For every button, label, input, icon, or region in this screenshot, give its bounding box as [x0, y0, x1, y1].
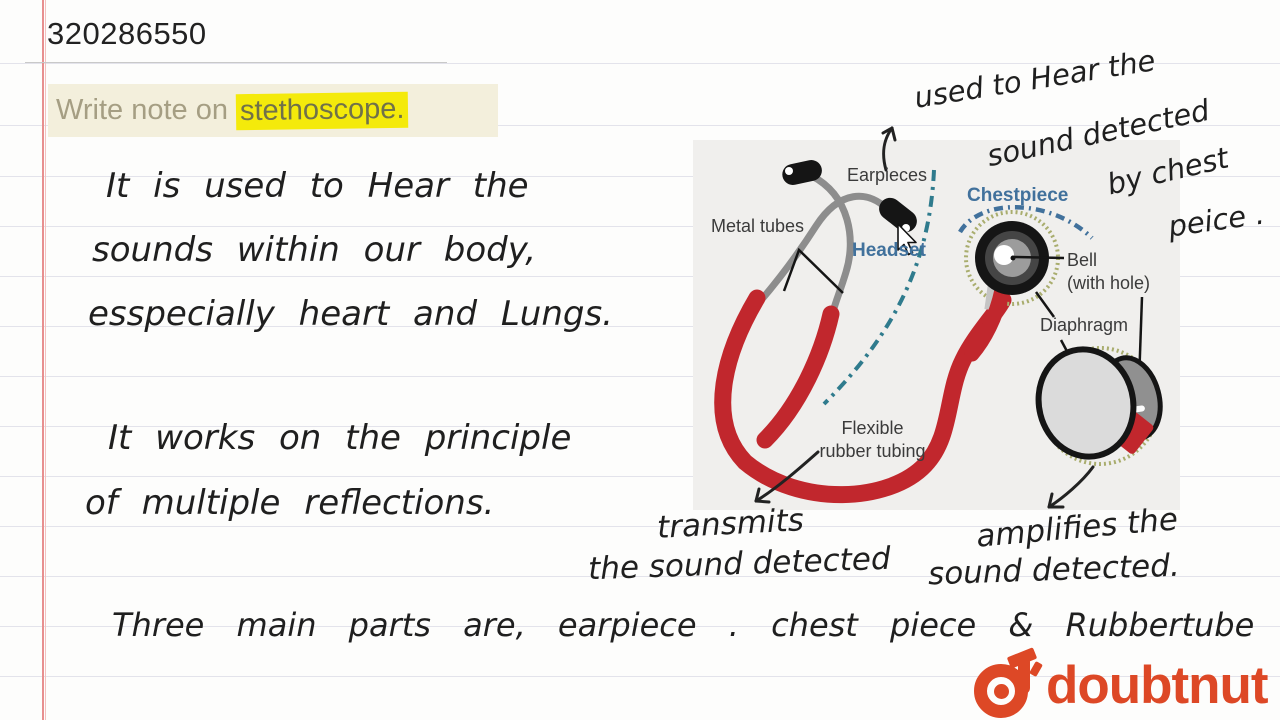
ruled-line: [0, 426, 1280, 427]
label-diaphragm: Diaphragm: [1040, 315, 1129, 335]
handwritten-note-line: sounds within our body,: [92, 230, 537, 270]
header-divider: [25, 62, 447, 63]
stethoscope-diagram: [693, 126, 1180, 510]
diaphragm-pointer-line: [1034, 291, 1056, 318]
question-id: 320286550: [47, 16, 207, 51]
doubtnut-logo-icon: [974, 647, 1043, 720]
label-flexible-line1: Flexible: [841, 418, 904, 438]
question-banner: Write note on stethoscope.: [48, 84, 498, 137]
margin-line: [42, 0, 44, 720]
diaphragm-disc: [1035, 346, 1137, 460]
label-metal-tubes: Metal tubes: [711, 216, 805, 236]
ruled-line: [0, 276, 1280, 277]
margin-line: [45, 0, 46, 720]
arrow-to-earpiece-note: [882, 126, 894, 172]
handwritten-note-line: of multiple reflections.: [85, 483, 495, 523]
logo-cap-tail: [1029, 660, 1043, 678]
earpiece: [879, 197, 917, 233]
ruled-line: [0, 476, 1280, 477]
doubtnut-logo-text: doubtnut: [1046, 656, 1269, 715]
question-highlight: stethoscope.: [235, 91, 409, 130]
headset-region-dashed-curve: [822, 169, 936, 406]
annotation-tube-function: transmits: [656, 502, 805, 546]
bell-hole: [994, 245, 1014, 265]
label-bell-line2: (with hole): [1067, 273, 1151, 293]
mouse-cursor: [897, 223, 917, 256]
label-flexible-line2: rubber tubing: [819, 441, 926, 461]
label-flexible-rubber-tubing: Flexible rubber tubing: [795, 417, 950, 463]
arrow-to-amplifies-note: [1047, 465, 1095, 509]
arrowhead: [754, 487, 771, 504]
arrow-to-transmits-note: [754, 450, 820, 503]
metal-tube: [808, 172, 854, 316]
bell-pointer-line: [1013, 255, 1065, 260]
ruled-line: [0, 63, 1280, 64]
metal-tube: [753, 192, 896, 309]
ruled-line: [0, 125, 1280, 126]
earpiece-highlight: [785, 167, 793, 175]
question-text: Write note on: [56, 94, 228, 126]
label-earpieces: Earpieces: [847, 165, 928, 185]
label-chestpiece: Chestpiece: [967, 185, 1069, 206]
label-bell: Bell (with hole): [1067, 249, 1150, 295]
label-headset: Headset: [852, 240, 926, 261]
handwritten-note-line: esspecially heart and Lungs.: [88, 294, 613, 334]
handwritten-note-line: Three main parts are, earpiece . chest p…: [112, 606, 1255, 644]
handwritten-note-line: It is used to Hear the: [106, 166, 529, 206]
handwritten-note-line: It works on the principle: [108, 418, 572, 458]
earpiece: [782, 160, 822, 185]
annotation-arrows: [754, 126, 1095, 509]
chestpiece-dashed-arc: [958, 204, 1094, 240]
arrowhead: [881, 126, 897, 142]
ruled-line: [0, 526, 1280, 527]
logo-dot: [994, 684, 1009, 699]
metal-tubes-pointer-line: [782, 247, 844, 294]
logo-ascender: [1018, 656, 1030, 694]
ruled-line: [0, 176, 1280, 177]
label-bell-line1: Bell: [1067, 250, 1098, 270]
ruled-line: [0, 676, 1280, 677]
ruled-line: [0, 326, 1280, 327]
ruled-line: [0, 376, 1280, 377]
ruled-line: [0, 226, 1280, 227]
ruled-line: [0, 626, 1280, 627]
arrowhead: [1047, 492, 1065, 509]
chestpiece-red-tube: [964, 282, 1010, 362]
rubber-tubing: [756, 305, 840, 449]
ruled-line: [0, 576, 1280, 577]
